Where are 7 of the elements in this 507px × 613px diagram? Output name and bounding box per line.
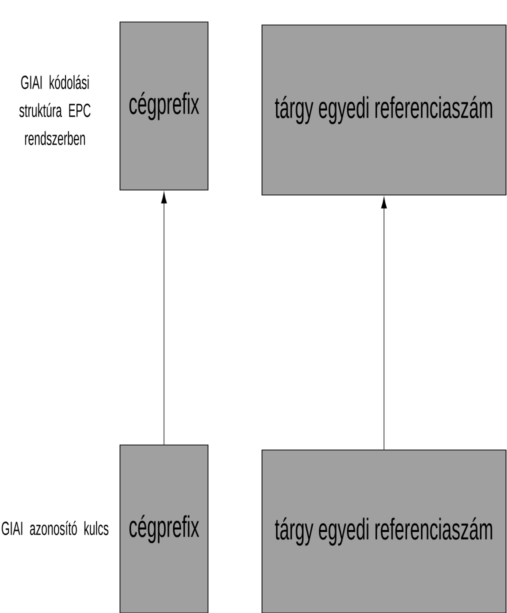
- box: tárgy egyedi referenciaszám: [262, 450, 506, 613]
- arrow: [381, 197, 387, 450]
- arrow: [161, 192, 167, 445]
- box: cégprefix: [120, 444, 208, 613]
- box: cégprefix: [120, 22, 208, 190]
- row-label: GIAI kódolási struktúra EPC rendszerben: [19, 74, 90, 146]
- box: tárgy egyedi referenciaszám: [262, 24, 506, 196]
